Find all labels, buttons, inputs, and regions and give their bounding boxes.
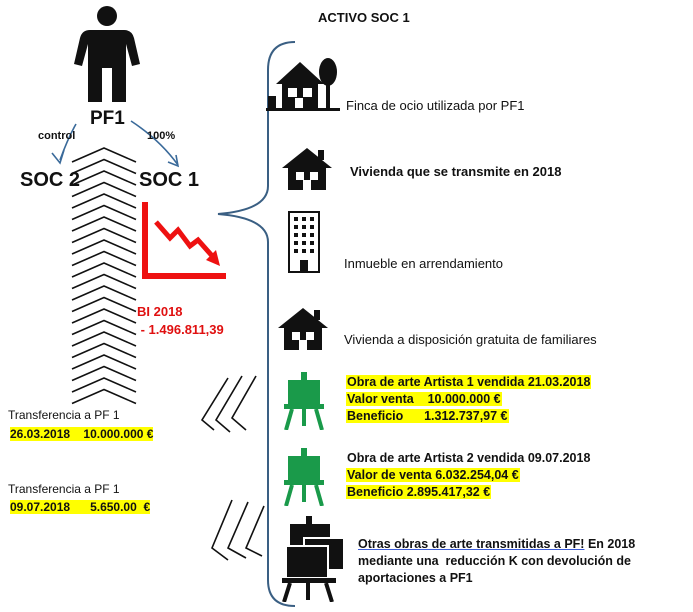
art-other-line2: mediante una reducción K con devolución …: [358, 554, 631, 568]
ownership-arrow-head: [167, 154, 180, 168]
chevron: [71, 365, 137, 382]
art2-line1: Obra de arte Artista 2 vendida 09.07.201…: [347, 451, 591, 465]
slash-mark: [200, 377, 229, 431]
art1-line3: Beneficio 1.312.737,97 €: [346, 409, 509, 423]
art-other-line1b: En 2018: [584, 537, 636, 551]
ownership-label: 100%: [147, 130, 176, 142]
asset-vivienda-2018: Vivienda que se transmite en 2018: [350, 164, 562, 179]
chevron: [71, 354, 137, 370]
art1-block: Obra de arte Artista 1 vendida 21.03.201…: [346, 374, 592, 425]
chevron: [71, 331, 137, 347]
slash-marks: [200, 375, 265, 561]
ownership-arrow: [130, 120, 179, 166]
easel-icon-green-2: [284, 448, 324, 506]
art-other-block: Otras obras de arte transmitidas a PF! E…: [358, 536, 635, 587]
declining-chart-icon: [142, 202, 226, 279]
owner-label: PF1: [90, 108, 125, 129]
art-other-line1a: Otras obras de arte transmitidas a PF!: [358, 537, 585, 551]
transfer-2-value: 09.07.2018 5.650.00 €: [10, 500, 151, 514]
art1-line1: Obra de arte Artista 1 vendida 21.03.201…: [346, 375, 592, 389]
asset-vivienda-familiares: Vivienda a disposición gratuita de famil…: [344, 332, 597, 347]
easel-stack-icon: [282, 516, 345, 602]
chevron-stack: [71, 147, 137, 405]
chevron: [71, 262, 137, 278]
soc2-label: SOC 2: [20, 169, 81, 191]
chevron: [71, 377, 137, 393]
chevron: [71, 239, 137, 255]
soc1-label: SOC 1: [139, 169, 200, 191]
bi-2018: BI 2018 - 1.496.811,39: [137, 303, 224, 339]
control-label: control: [38, 130, 76, 142]
chevron: [71, 308, 137, 324]
chevron: [71, 227, 137, 244]
house-trees-icon: [266, 58, 340, 111]
chevron: [71, 273, 137, 290]
art1-line2: Valor venta 10.000.000 €: [346, 392, 502, 406]
chevron: [71, 170, 137, 186]
slash-mark: [211, 499, 233, 561]
slash-mark: [230, 375, 257, 431]
chevron: [71, 158, 137, 175]
easel-icon-green-1: [284, 372, 324, 430]
transfer-1-label: Transferencia a PF 1: [8, 408, 120, 422]
slash-mark: [226, 501, 249, 559]
chevron: [71, 216, 137, 232]
transfer-2-label: Transferencia a PF 1: [8, 482, 120, 496]
chevron: [71, 296, 137, 313]
control-arrow-head: [51, 149, 65, 165]
art2-line2: Valor de venta 6.032.254,04 €: [346, 468, 520, 482]
art2-line3: Beneficio 2.895.417,32 €: [346, 485, 492, 499]
bi-label: BI 2018: [137, 304, 183, 319]
art2-block: Obra de arte Artista 2 vendida 09.07.201…: [346, 450, 591, 501]
chevron: [71, 285, 137, 301]
chevron: [71, 250, 137, 267]
chevron: [71, 193, 137, 209]
house-icon: [282, 148, 332, 190]
building-icon: [288, 211, 320, 273]
asset-finca: Finca de ocio utilizada por PF1: [346, 98, 525, 113]
chevron: [71, 147, 137, 163]
bi-value: - 1.496.811,39: [137, 322, 224, 337]
asset-brace: [217, 41, 296, 607]
chevron: [71, 342, 137, 359]
slash-mark: [214, 375, 243, 433]
chevron: [71, 319, 137, 336]
chevron: [71, 204, 137, 221]
art-other-line3: aportaciones a PF1: [358, 571, 473, 585]
house-icon-family: [278, 308, 328, 350]
transfer-1-value: 26.03.2018 10.000.000 €: [10, 427, 154, 441]
asset-inmueble: Inmueble en arrendamiento: [344, 256, 503, 271]
chevron: [71, 388, 137, 405]
page-title: ACTIVO SOC 1: [318, 10, 410, 25]
slash-mark: [244, 505, 265, 557]
chevron: [71, 181, 137, 198]
person-icon: [74, 6, 140, 102]
